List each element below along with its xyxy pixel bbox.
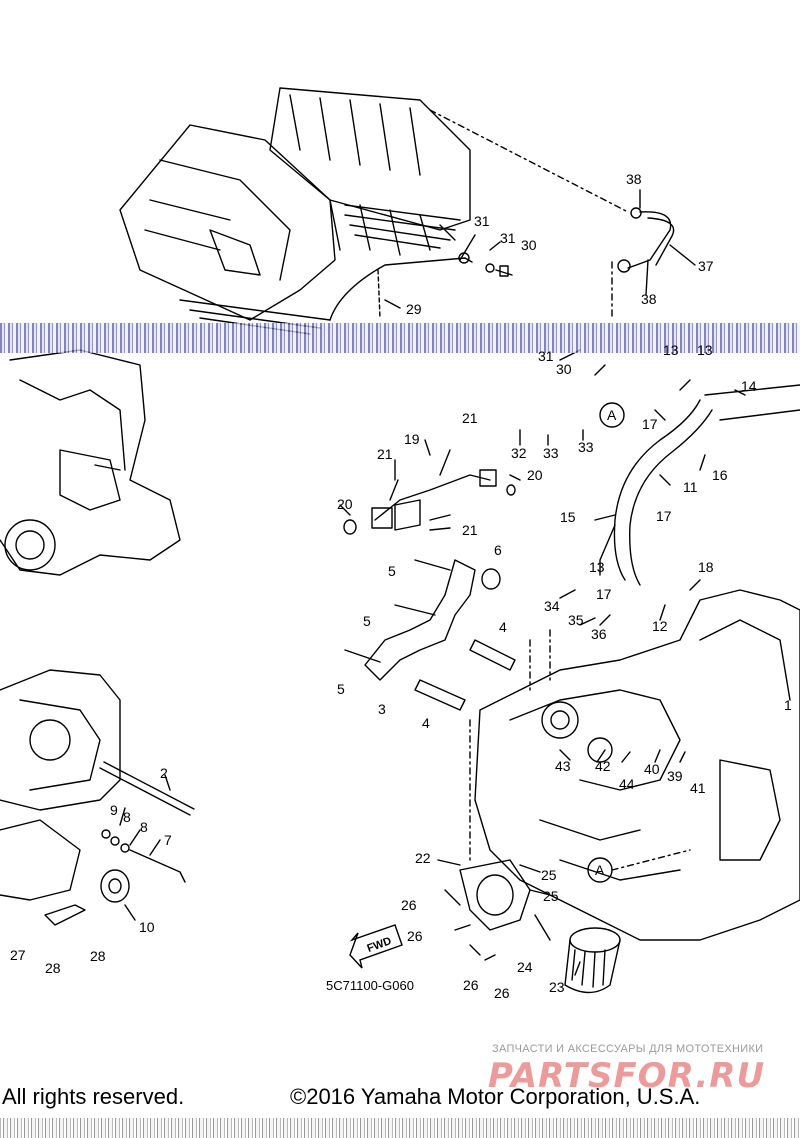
part-callout-26: 26 [407, 928, 423, 944]
part-callout-19: 19 [404, 431, 420, 447]
part-callout-42: 42 [595, 758, 611, 774]
part-callout-29: 29 [406, 301, 422, 317]
part-callout-36: 36 [591, 626, 607, 642]
crankcase-main [469, 589, 800, 941]
part-callout-26: 26 [494, 985, 510, 1001]
part-callout-8: 8 [140, 819, 148, 835]
part-callout-3: 3 [378, 701, 386, 717]
part-callout-21: 21 [377, 446, 393, 462]
part-callout-24: 24 [517, 959, 533, 975]
part-callout-17: 17 [656, 508, 672, 524]
scan-noise-band [0, 323, 800, 353]
oil-pipe-15 [704, 384, 800, 421]
part-callout-5: 5 [388, 563, 396, 579]
part-callout-16: 16 [712, 467, 728, 483]
bolt-2 [99, 761, 195, 816]
cylinder-head-rear [269, 87, 471, 256]
crankcase-left [0, 349, 181, 576]
part-callout-9: 9 [110, 802, 118, 818]
ref-marker-A: A [595, 862, 605, 878]
part-callout-27: 27 [10, 947, 26, 963]
part-callout-4: 4 [422, 715, 430, 731]
part-callout-21: 21 [462, 410, 478, 426]
part-callout-13: 13 [589, 559, 605, 575]
part-callout-20: 20 [337, 496, 353, 512]
crankcase-cover-left [0, 669, 121, 901]
part-callout-22: 22 [415, 850, 431, 866]
part-callout-34: 34 [544, 598, 560, 614]
part-callout-10: 10 [139, 919, 155, 935]
part-callout-28: 28 [45, 960, 61, 976]
part-callout-40: 40 [644, 761, 660, 777]
part-callout-5: 5 [337, 681, 345, 697]
part-callout-4: 4 [499, 619, 507, 635]
part-callout-28: 28 [90, 948, 106, 964]
part-callout-1: 1 [784, 697, 792, 713]
part-callout-6: 6 [494, 542, 502, 558]
part-callout-12: 12 [652, 618, 668, 634]
part-callout-33: 33 [543, 445, 559, 461]
rights-text: All rights reserved. [2, 1084, 185, 1109]
part-callout-33: 33 [578, 439, 594, 455]
fwd-arrow [349, 924, 403, 969]
part-callout-31: 31 [474, 213, 490, 229]
part-callout-31: 31 [538, 348, 554, 364]
part-callout-30: 30 [556, 361, 572, 377]
part-callout-35: 35 [568, 612, 584, 628]
oil-line-19 [374, 474, 491, 521]
cylinder-head-front [119, 124, 336, 335]
copyright-text: ©2016 Yamaha Motor Corporation, U.S.A. [290, 1084, 701, 1109]
breather-pipe [329, 257, 473, 321]
part-callout-30: 30 [521, 237, 537, 253]
part-callout-15: 15 [560, 509, 576, 525]
part-callout-43: 43 [555, 758, 571, 774]
part-callout-7: 7 [164, 832, 172, 848]
part-callout-25: 25 [543, 888, 559, 904]
oil-filter-stand-22 [459, 859, 531, 931]
part-callout-17: 17 [596, 586, 612, 602]
part-callout-11: 11 [683, 479, 698, 495]
oil-filter-10 [100, 869, 130, 903]
part-callout-20: 20 [527, 467, 543, 483]
part-callout-8: 8 [123, 809, 131, 825]
oil-filter-23 [564, 927, 621, 994]
watermark-logo: PARTSFOR.RU [488, 1056, 766, 1096]
part-callout-38: 38 [641, 291, 657, 307]
part-callout-14: 14 [741, 378, 757, 394]
part-callout-32: 32 [511, 445, 527, 461]
part-callout-41: 41 [690, 780, 706, 796]
part-callout-31: 31 [500, 230, 516, 246]
part-callout-39: 39 [667, 768, 683, 784]
part-callout-37: 37 [698, 258, 714, 274]
oil-pipe-11 [613, 399, 713, 586]
ref-marker-A: A [607, 407, 617, 423]
part-callout-38: 38 [626, 171, 642, 187]
part-callout-26: 26 [401, 897, 417, 913]
part-callout-2: 2 [160, 765, 168, 781]
part-callout-13: 13 [663, 342, 679, 358]
part-callout-17: 17 [642, 416, 658, 432]
oil-pipe-7 [129, 849, 186, 883]
part-callout-21: 21 [462, 522, 478, 538]
part-callout-18: 18 [698, 559, 714, 575]
part-callout-5: 5 [363, 613, 371, 629]
breather-hose [627, 211, 675, 269]
cam-chain-tensioner [344, 559, 516, 711]
part-callout-44: 44 [619, 776, 635, 792]
part-callout-26: 26 [463, 977, 479, 993]
part-callout-23: 23 [549, 979, 565, 995]
part-callout-13: 13 [697, 342, 713, 358]
drawing-code: 5C71100-G060 [326, 978, 414, 993]
scan-noise-footer [0, 1118, 800, 1138]
part-callout-25: 25 [541, 867, 557, 883]
watermark-tagline: ЗАПЧАСТИ И АКСЕССУАРЫ ДЛЯ МОТОТЕХНИКИ [492, 1043, 764, 1055]
